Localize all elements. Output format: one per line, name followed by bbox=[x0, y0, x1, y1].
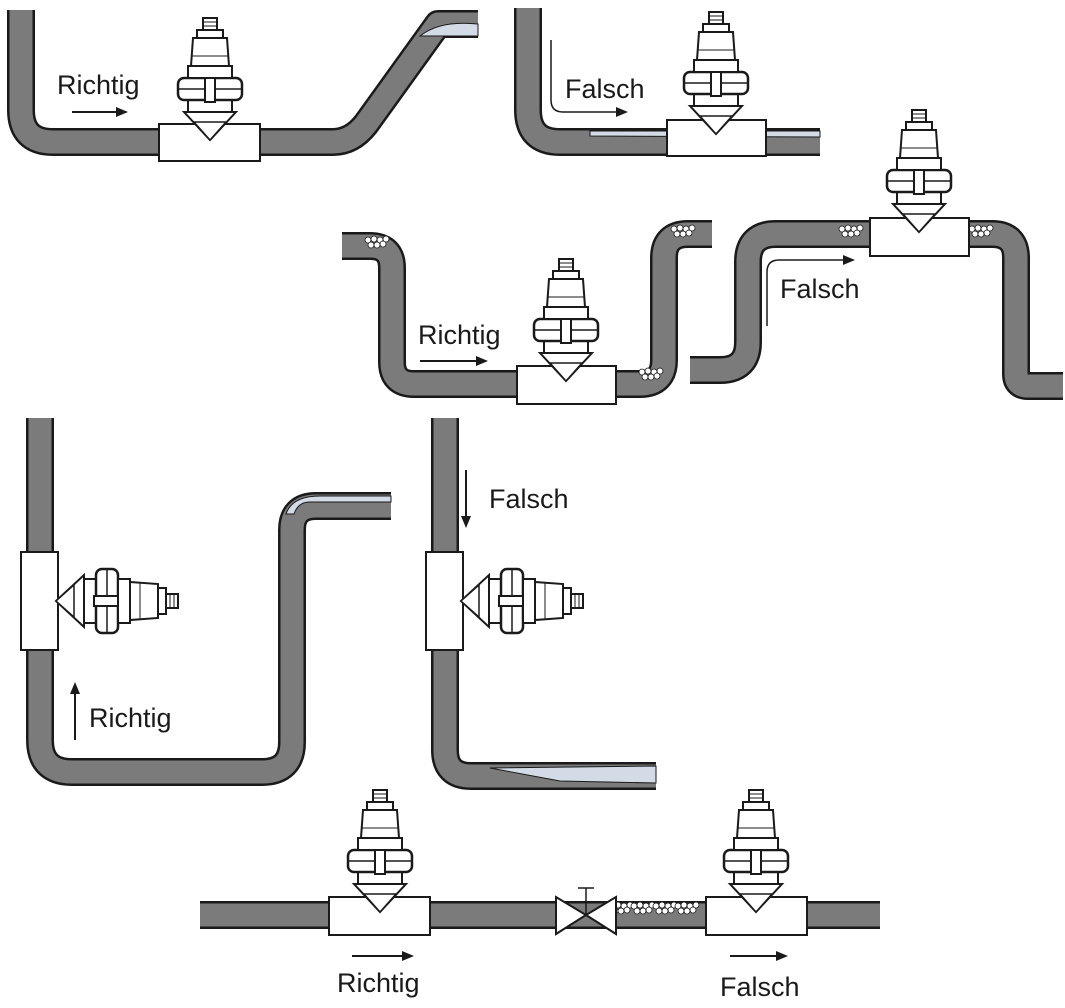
panel-lower-right bbox=[425, 418, 657, 790]
panel-middle-left bbox=[342, 220, 712, 405]
air-bubbles-icon bbox=[968, 224, 994, 238]
probe-sensor-icon bbox=[885, 108, 953, 234]
air-bubbles-icon bbox=[364, 235, 390, 249]
flow-arrow-icon bbox=[70, 682, 80, 740]
flow-arrow-icon bbox=[72, 107, 128, 117]
label-falsch-lower-right: Falsch bbox=[489, 484, 569, 514]
label-richtig-lower-left: Richtig bbox=[89, 703, 172, 733]
air-bubbles-icon bbox=[652, 901, 678, 915]
air-bubbles-icon bbox=[674, 901, 700, 915]
air-bubbles-icon bbox=[638, 367, 664, 381]
panel-top-right bbox=[514, 8, 821, 157]
flow-arrow-icon bbox=[766, 255, 855, 326]
probe-sensor-icon bbox=[722, 788, 790, 914]
flow-arrow-icon bbox=[420, 356, 488, 366]
probe-sensor-icon bbox=[176, 16, 244, 142]
panel-lower-left bbox=[20, 418, 392, 786]
label-richtig-middle-left: Richtig bbox=[418, 320, 501, 350]
flow-arrow-icon bbox=[550, 40, 628, 117]
air-bubbles-icon bbox=[838, 224, 864, 238]
flow-arrow-icon bbox=[461, 470, 471, 528]
flow-arrow-icon bbox=[352, 951, 414, 961]
air-bubbles-icon bbox=[630, 901, 656, 915]
label-falsch-bottom: Falsch bbox=[720, 972, 800, 1002]
probe-sensor-icon bbox=[459, 567, 585, 635]
valve-icon bbox=[555, 887, 617, 936]
label-richtig-bottom: Richtig bbox=[337, 968, 420, 998]
probe-sensor-icon bbox=[682, 10, 750, 136]
panel-bottom bbox=[200, 788, 880, 961]
label-falsch-top-right: Falsch bbox=[565, 74, 645, 104]
panel-top-left bbox=[7, 10, 479, 162]
label-falsch-middle-right: Falsch bbox=[780, 274, 860, 304]
probe-sensor-icon bbox=[54, 567, 180, 635]
label-richtig-top-left: Richtig bbox=[57, 70, 140, 100]
probe-sensor-icon bbox=[532, 257, 600, 383]
air-bubbles-icon bbox=[670, 224, 696, 238]
flow-arrow-icon bbox=[730, 951, 788, 961]
probe-sensor-icon bbox=[346, 788, 414, 914]
panel-middle-right bbox=[690, 108, 1063, 400]
